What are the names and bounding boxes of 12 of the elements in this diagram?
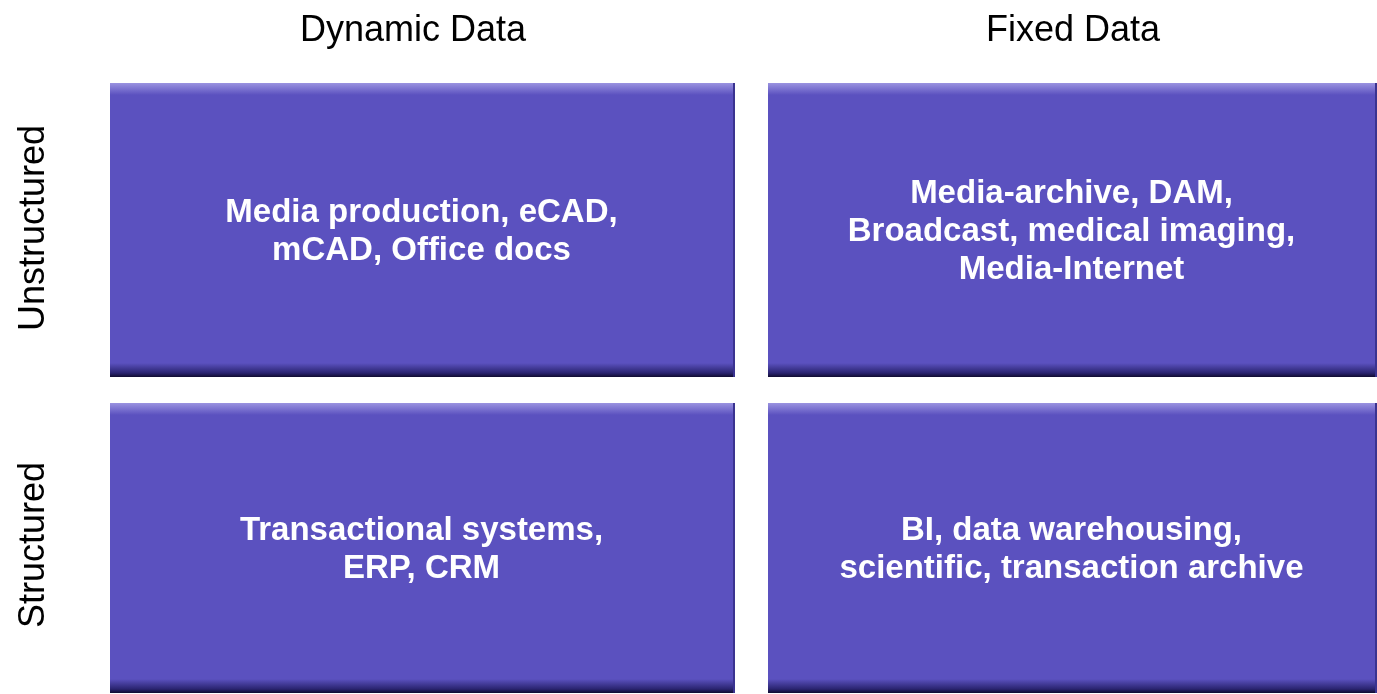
column-header: Dynamic Data [300,8,527,50]
box-text: BI, data warehousing, scientific, transaction archive [838,510,1305,586]
box-text: Transactional systems, ERP, CRM [238,510,605,586]
category-box [110,403,735,693]
row-header: Unstructured [11,124,53,332]
column-header: Fixed Data [986,8,1161,50]
box-text: Media production, eCAD, mCAD, Office docs [224,192,619,268]
category-box [768,403,1377,693]
category-box [110,83,735,377]
box-text: Media-archive, DAM, Broadcast, medical imaging, Media-Internet [846,173,1297,287]
row-header: Structured [11,461,53,629]
category-box [768,83,1377,377]
